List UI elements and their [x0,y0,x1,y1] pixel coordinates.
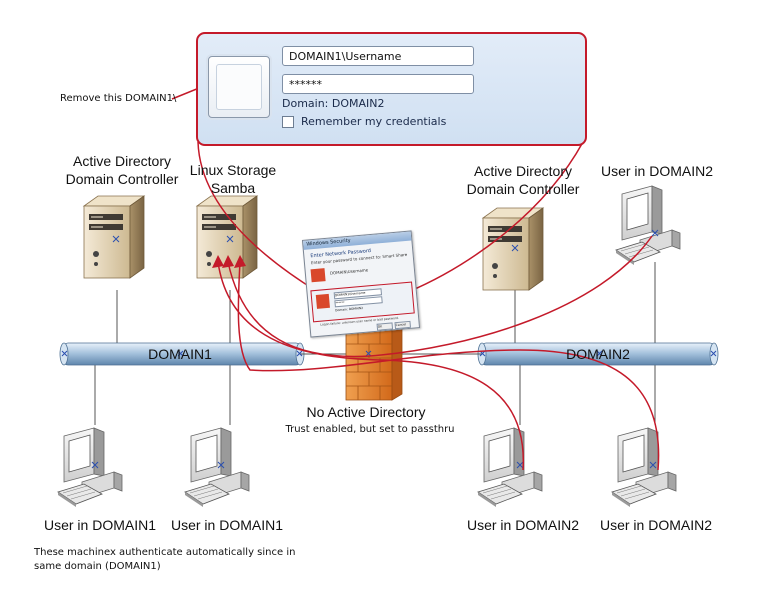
mini-credential-box: DOMAIN1\Username ****** Domain: DOMAIN2 [310,281,415,323]
credential-dialog: Domain: DOMAIN2 Remember my credentials [196,32,587,146]
callout-line-right [407,141,584,293]
callout-line-left [197,141,319,293]
domain1-label: DOMAIN1 [148,346,212,362]
mini-user-label: DOMAIN\Username [329,267,369,276]
footnote: These machinex authenticate automaticall… [34,547,296,572]
mini-cancel-button: Cancel [394,320,412,330]
mini-user-tile-icon [310,268,326,283]
ad-dc-right-server-icon [482,207,544,291]
mini-tile-icon [315,293,330,309]
pc-user-domain2-top-icon [615,185,681,266]
pc-user-domain2-a-icon [477,427,543,508]
password-field[interactable] [282,74,474,94]
user-domain2-a-label: User in DOMAIN2 [466,517,580,533]
user-domain2-top-label: User in DOMAIN2 [600,163,714,179]
ad-dc-left-label: Active Directory Domain Controller [65,153,179,187]
firewall-subtitle: Trust enabled, but set to passthru [285,424,455,435]
pc-user-domain1-b-icon [184,427,250,508]
mini-ok-button: OK [376,322,394,331]
firewall-title: No Active Directory [306,404,426,420]
auth-flow-lines [171,59,660,471]
user-domain1-a-label: User in DOMAIN1 [43,517,157,533]
linux-storage-label: Linux Storage Samba [189,162,277,196]
remove-domain-annotation: Remove this DOMAIN1\ [60,93,177,104]
user-domain1-b-label: User in DOMAIN1 [170,517,284,533]
mini-dialog-screenshot: Windows Security Enter Network Password … [301,230,421,338]
pc-user-domain1-a-icon [57,427,123,508]
domain-label: Domain: DOMAIN2 [282,97,385,110]
user-tile-icon [208,56,270,118]
pc-user-domain2-b-icon [611,427,677,508]
user-domain2-b-label: User in DOMAIN2 [599,517,713,533]
remember-label: Remember my credentials [301,115,447,128]
remember-checkbox[interactable] [282,116,294,128]
username-field[interactable] [282,46,474,66]
ad-dc-right-label: Active Directory Domain Controller [466,163,580,197]
domain2-label: DOMAIN2 [566,346,630,362]
